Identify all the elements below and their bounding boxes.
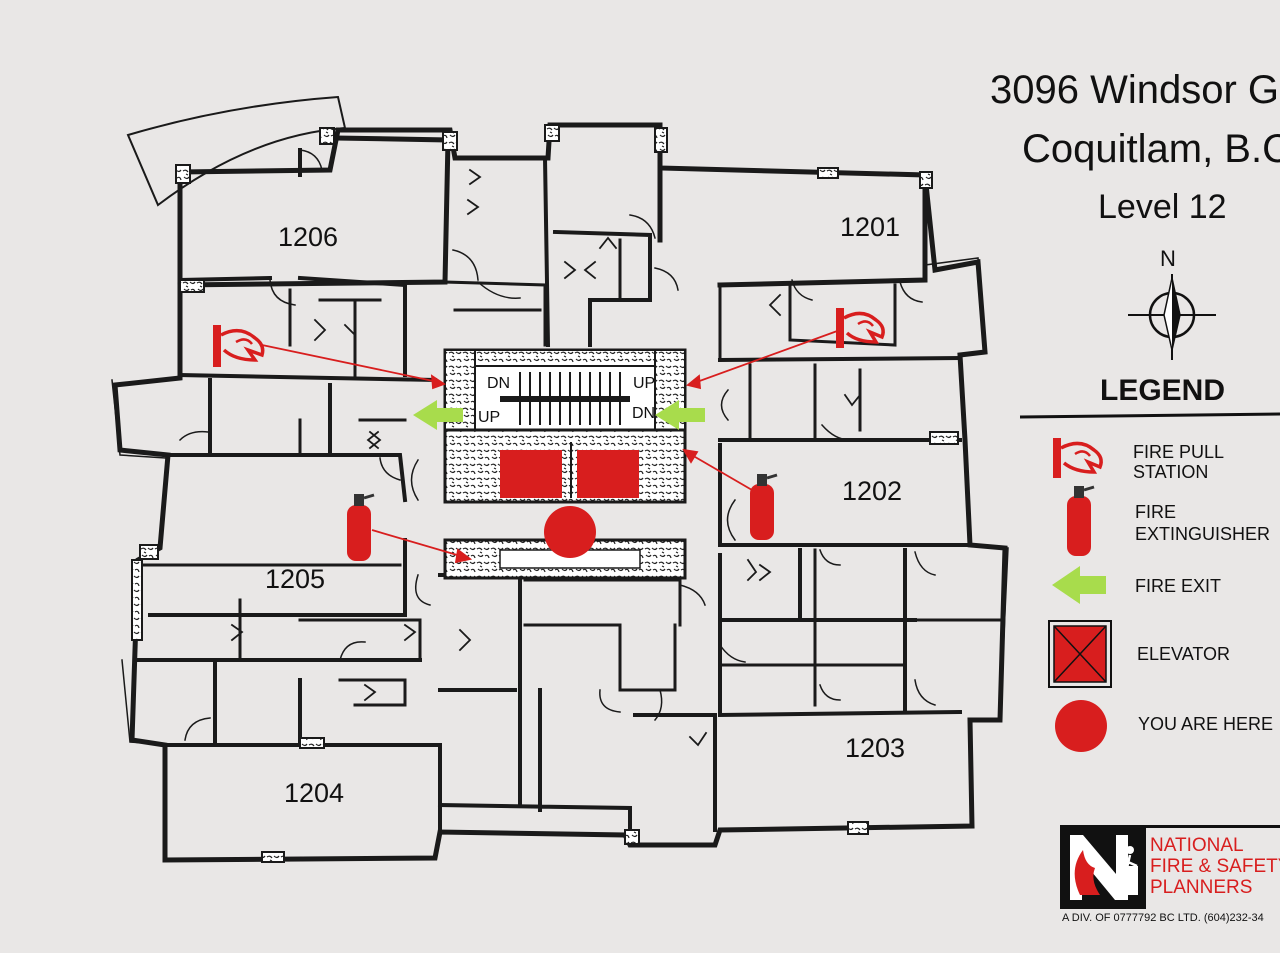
fire-extinguisher-icon xyxy=(347,493,375,561)
unit-label-1204: 1204 xyxy=(284,778,344,808)
fire-exit-arrow-right xyxy=(655,400,705,430)
legend-ext-label-2: EXTINGUISHER xyxy=(1135,524,1270,544)
stair-core xyxy=(443,348,687,580)
legend-pull-station-icon xyxy=(1053,438,1103,478)
address-line-1: 3096 Windsor Ga xyxy=(990,68,1280,112)
legend-title: LEGEND xyxy=(1100,374,1225,407)
you-are-here-marker xyxy=(544,506,596,558)
unit-label-1206: 1206 xyxy=(278,222,338,252)
legend-extinguisher-icon xyxy=(1067,485,1095,556)
legend-ext-label-1: FIRE xyxy=(1135,502,1176,522)
stair-up-right: UP xyxy=(633,375,655,392)
company-logo xyxy=(1060,825,1280,909)
address-line-2: Coquitlam, B.C xyxy=(1022,127,1280,171)
company-name-line-2: FIRE & SAFETY xyxy=(1150,856,1280,877)
fire-pull-station-icon xyxy=(213,325,265,367)
company-name-line-1: NATIONAL xyxy=(1150,835,1244,856)
fire-pull-station-icon xyxy=(836,308,885,348)
floor-level: Level 12 xyxy=(1098,188,1227,226)
north-arrow-icon xyxy=(1128,274,1216,360)
north-label: N xyxy=(1160,246,1176,271)
stair-up-left: UP xyxy=(478,409,500,426)
fire-extinguisher-icon xyxy=(750,473,778,540)
company-footer: A DIV. OF 0777792 BC LTD. (604)232-34 xyxy=(1062,912,1264,924)
legend-exit-label: FIRE EXIT xyxy=(1135,576,1221,596)
legend-pull-label-1: FIRE PULL xyxy=(1133,442,1224,462)
unit-label-1202: 1202 xyxy=(842,476,902,506)
legend-pull-label-2: STATION xyxy=(1133,462,1208,482)
elevator-car-1 xyxy=(500,450,562,498)
legend-you-are-here-icon xyxy=(1055,700,1107,752)
unit-label-1203: 1203 xyxy=(845,733,905,763)
stair-dn-left: DN xyxy=(487,375,510,392)
elevator-car-2 xyxy=(577,450,639,498)
unit-label-1201: 1201 xyxy=(840,212,900,242)
legend-divider xyxy=(1019,412,1280,419)
company-name-line-3: PLANNERS xyxy=(1150,877,1252,898)
legend-elevator-label: ELEVATOR xyxy=(1137,644,1230,664)
legend-here-label: YOU ARE HERE xyxy=(1138,714,1273,734)
legend-fire-exit-icon xyxy=(1052,566,1106,604)
structural-columns xyxy=(131,124,959,863)
legend-elevator-icon xyxy=(1048,620,1112,688)
fire-exit-arrow-left xyxy=(413,400,463,430)
location-pointers xyxy=(261,329,841,564)
unit-label-1205: 1205 xyxy=(265,564,325,594)
stair-dn-right: DN xyxy=(632,405,655,422)
